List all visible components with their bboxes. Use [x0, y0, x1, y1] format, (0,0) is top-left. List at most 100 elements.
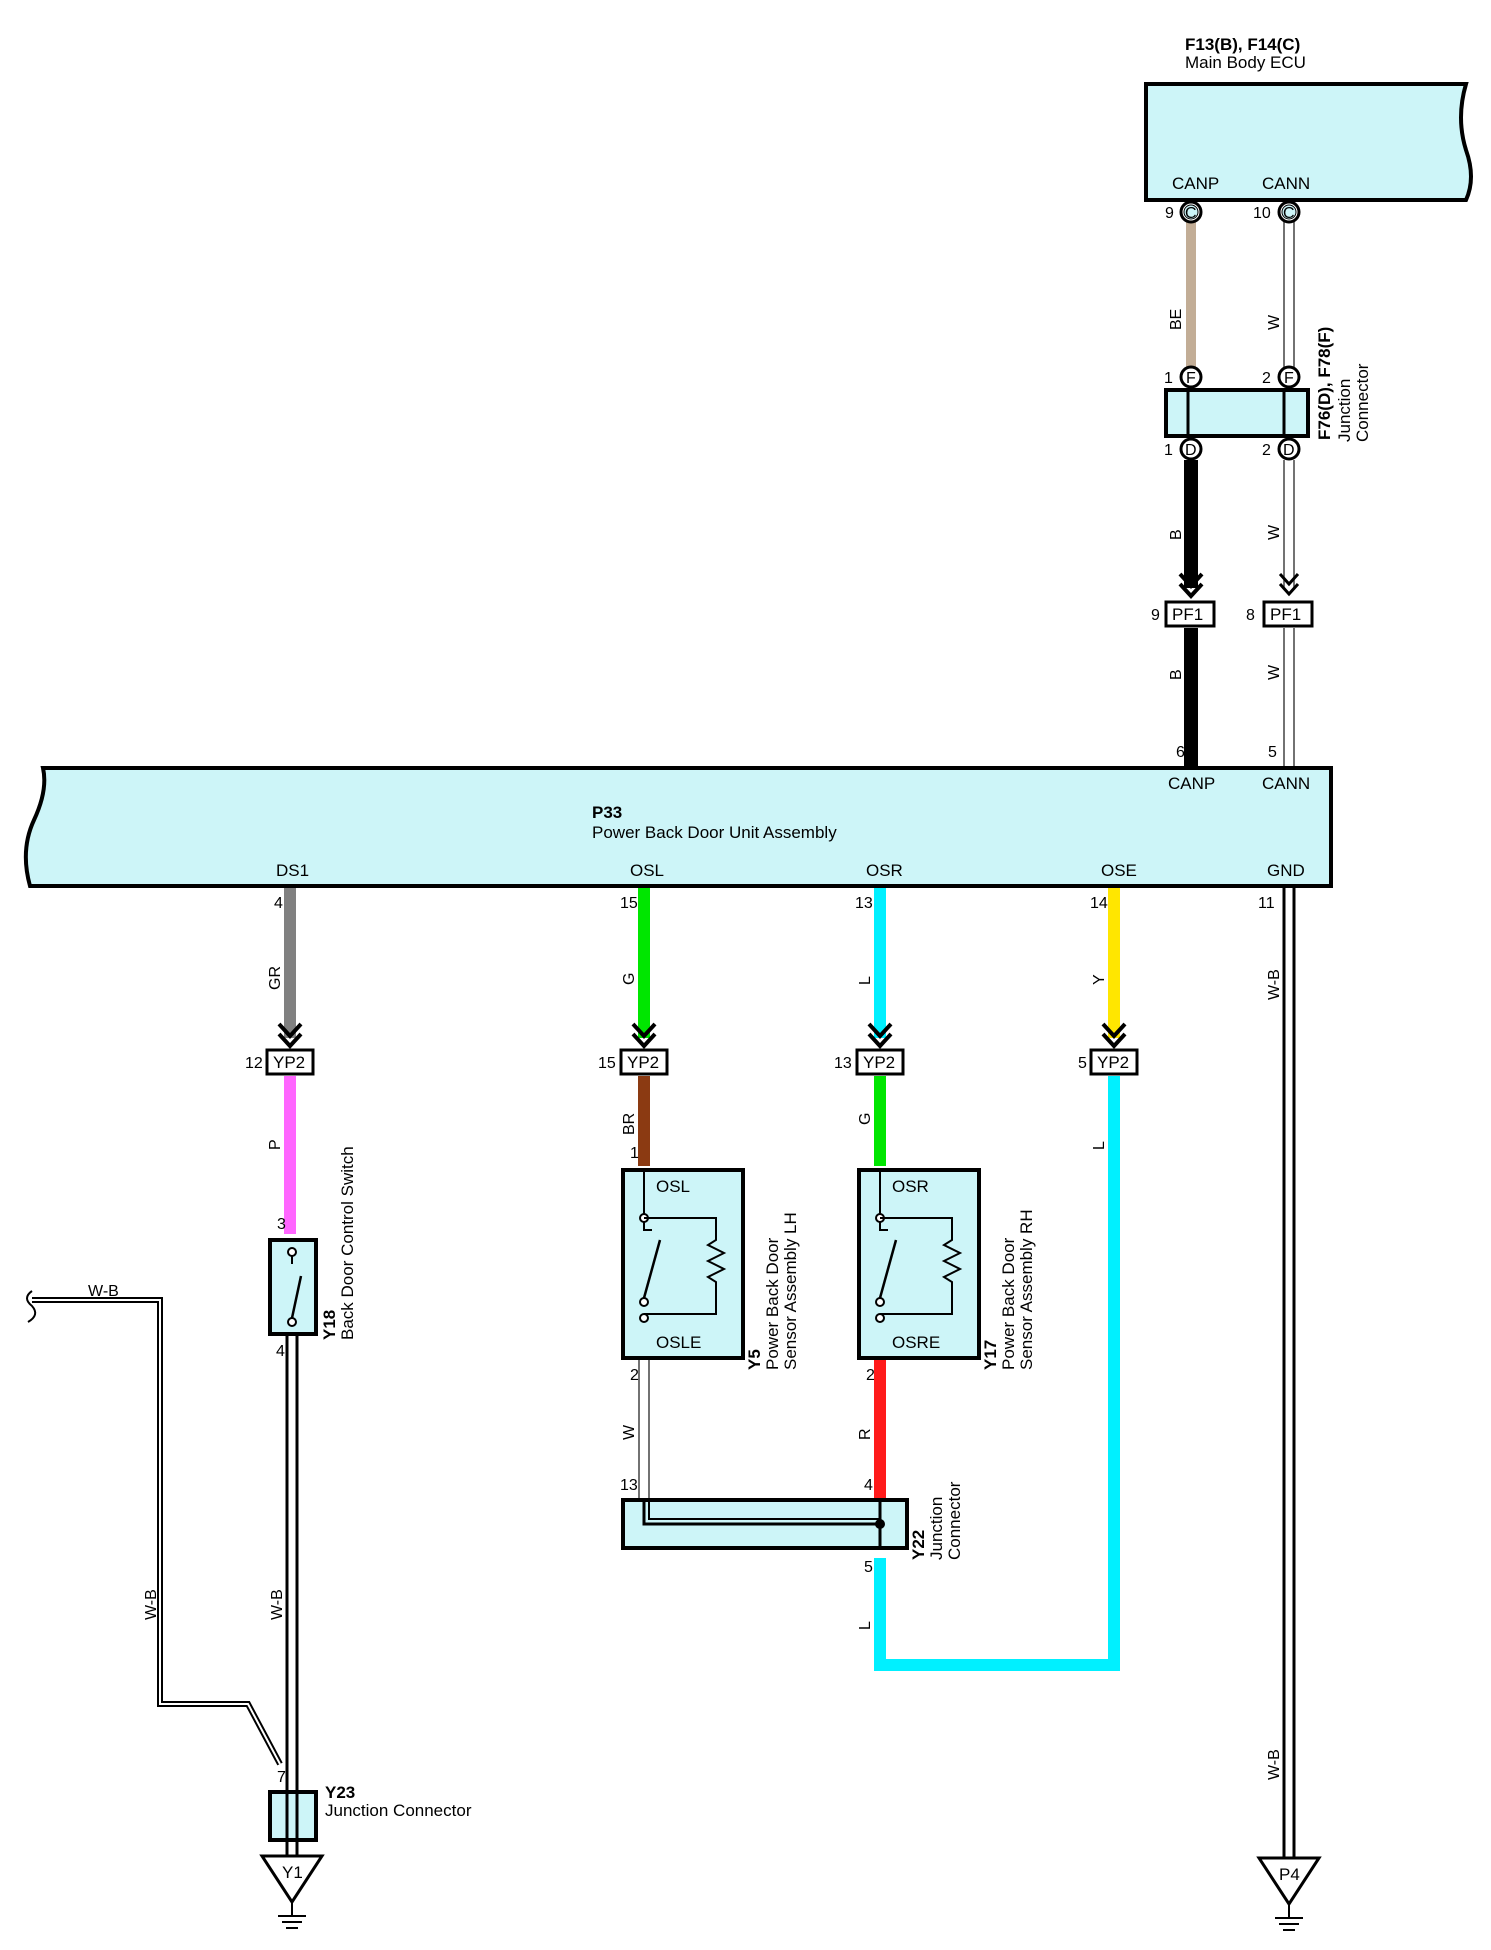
- pbd-pin-canp-name: CANP: [1168, 774, 1215, 793]
- pf1-connector-cann: PF1: [1262, 600, 1314, 628]
- main-body-ecu: F13(B), F14(C) Main Body ECU CANP CANN: [1144, 35, 1473, 202]
- sensor-lh-code: Y5: [745, 1349, 764, 1370]
- wire-code-gnd: W-B: [1266, 969, 1283, 1000]
- wire-ds1: [284, 888, 296, 1038]
- yp2-pin-15: 15: [598, 1055, 616, 1072]
- jf-terminal-top-1: F: [1179, 365, 1203, 389]
- wire-rh-out: [874, 1360, 886, 1500]
- sensor-rh-pin-2: 2: [866, 1367, 875, 1384]
- jf-top-2-num: 2: [1262, 370, 1271, 387]
- pf1-pin-9: 9: [1151, 607, 1160, 624]
- wire-code-gnd-low: W-B: [1266, 1749, 1283, 1780]
- wire-code-pf1-cann: W: [1266, 664, 1283, 680]
- junction-connector-y23: Y23 Junction Connector: [268, 1783, 472, 1855]
- wire-code-jf-cann: W: [1266, 524, 1283, 540]
- pf1-cann-label: PF1: [1270, 605, 1301, 624]
- wire-jf-cann: [1283, 460, 1295, 588]
- wire-code-switch-out: W-B: [269, 1589, 286, 1620]
- jf-top-1-num: 1: [1164, 370, 1173, 387]
- wire-pf1-cann: [1283, 628, 1295, 768]
- wire-code-ose: Y: [1091, 974, 1108, 985]
- pbd-pin-ds1-name: DS1: [276, 861, 309, 880]
- y23-name: Junction Connector: [325, 1801, 472, 1820]
- jf-bottom-2-conn: D: [1283, 442, 1295, 459]
- wire-osr: [874, 888, 886, 1038]
- pbd-pin-ds1-num: 4: [274, 895, 283, 912]
- switch-pin-3: 3: [277, 1216, 286, 1233]
- wire-gnd: [1282, 888, 1296, 1858]
- sensor-lh-name-2: Sensor Assembly LH: [781, 1212, 800, 1370]
- wire-code-switch-in: P: [267, 1139, 284, 1150]
- y23-pin-7: 7: [277, 1769, 286, 1786]
- sensor-rh-name-2: Sensor Assembly RH: [1017, 1209, 1036, 1370]
- ecu-terminal-canp: C: [1179, 200, 1203, 224]
- wire-switch-in: [284, 1076, 296, 1234]
- pbd-pin-cann-name: CANN: [1262, 774, 1310, 793]
- wire-body-ground: [26, 1290, 283, 1766]
- wire-lh-in: [638, 1076, 650, 1166]
- sensor-lh-pin-2: 2: [630, 1367, 639, 1384]
- ecu-terminal-canp-conn: C: [1185, 205, 1197, 222]
- wire-switch-out: [285, 1336, 299, 1790]
- ground-y1-label: Y1: [282, 1863, 303, 1882]
- sensor-assembly-rh: OSR OSRE Y17 Power Back Door Sensor Asse…: [857, 1168, 1036, 1370]
- jf-top-1-conn: F: [1186, 370, 1196, 387]
- sensor-lh-pin-1: 1: [630, 1145, 639, 1162]
- yp2-osl-label: YP2: [627, 1053, 659, 1072]
- sensor-rh-term-bottom: OSRE: [892, 1333, 940, 1352]
- pbd-pin-osl-num: 15: [620, 895, 638, 912]
- pbd-pin-ose-num: 14: [1090, 895, 1108, 912]
- wire-code-osl: G: [621, 973, 638, 985]
- yp2-connector-osr: YP2: [855, 1048, 905, 1076]
- y22-pin-5: 5: [864, 1559, 873, 1576]
- jf-terminal-bottom-2: D: [1277, 437, 1301, 461]
- yp2-osr-label: YP2: [863, 1053, 895, 1072]
- y22-name-1: Junction: [927, 1497, 946, 1560]
- yp2-pin-12: 12: [245, 1055, 263, 1072]
- pf1-canp-chevron-icon: [1178, 572, 1204, 599]
- pf1-canp-label: PF1: [1172, 605, 1203, 624]
- sensor-lh-name-1: Power Back Door: [763, 1237, 782, 1370]
- wire-lh-out: [638, 1360, 650, 1512]
- wire-code-lh-in: BR: [621, 1113, 638, 1135]
- junction-f-name-1: Junction: [1335, 379, 1354, 442]
- wire-code-rh-in: G: [857, 1113, 874, 1125]
- pf1-pin-8: 8: [1246, 607, 1255, 624]
- ecu-pin-cann-num: 10: [1253, 205, 1271, 222]
- ground-p4-label: P4: [1279, 1865, 1300, 1884]
- pbd-pin-gnd-name: GND: [1267, 861, 1305, 880]
- wire-code-ose-out: L: [1091, 1141, 1108, 1150]
- pbd-code: P33: [592, 803, 622, 822]
- y23-code: Y23: [325, 1783, 355, 1802]
- switch-pin-4: 4: [276, 1343, 285, 1360]
- pbd-name: Power Back Door Unit Assembly: [592, 823, 837, 842]
- yp2-osr-chevron-icon: [867, 1022, 893, 1049]
- jf-bottom-1-conn: D: [1185, 442, 1197, 459]
- sensor-assembly-lh: OSL OSLE Y5 Power Back Door Sensor Assem…: [621, 1168, 800, 1370]
- jf-terminal-top-2: F: [1277, 365, 1301, 389]
- ecu-pin-canp-num: 9: [1165, 205, 1174, 222]
- junction-connector-y22: Y22 Junction Connector: [621, 1481, 964, 1560]
- junction-f-name-2: Connector: [1353, 363, 1372, 442]
- sensor-rh-name-1: Power Back Door: [999, 1237, 1018, 1370]
- wire-osl: [638, 888, 650, 1038]
- y22-code: Y22: [909, 1530, 928, 1560]
- yp2-connector-osl: YP2: [619, 1048, 669, 1076]
- ground-p4-icon: [1256, 1856, 1322, 1931]
- wire-code-lh-out: W: [621, 1424, 638, 1440]
- pbd-pin-canp-num: 6: [1176, 744, 1185, 761]
- switch-name: Back Door Control Switch: [338, 1146, 357, 1340]
- yp2-ds1-label: YP2: [273, 1053, 305, 1072]
- wire-code-rh-out: R: [857, 1428, 874, 1440]
- y22-name-2: Connector: [945, 1481, 964, 1560]
- wire-code-body-ground: W-B: [88, 1283, 119, 1300]
- wire-code-y22-out: L: [857, 1621, 874, 1630]
- junction-connector-f76-f78: F76(D), F78(F) Junction Connector: [1164, 327, 1372, 442]
- jf-bottom-1-num: 1: [1164, 442, 1173, 459]
- wire-ose: [1108, 888, 1120, 1038]
- wire-code-pf1-canp: B: [1168, 669, 1185, 680]
- sensor-rh-term-top: OSR: [892, 1177, 929, 1196]
- wire-pf1-canp: [1184, 628, 1198, 768]
- jf-top-2-conn: F: [1284, 370, 1294, 387]
